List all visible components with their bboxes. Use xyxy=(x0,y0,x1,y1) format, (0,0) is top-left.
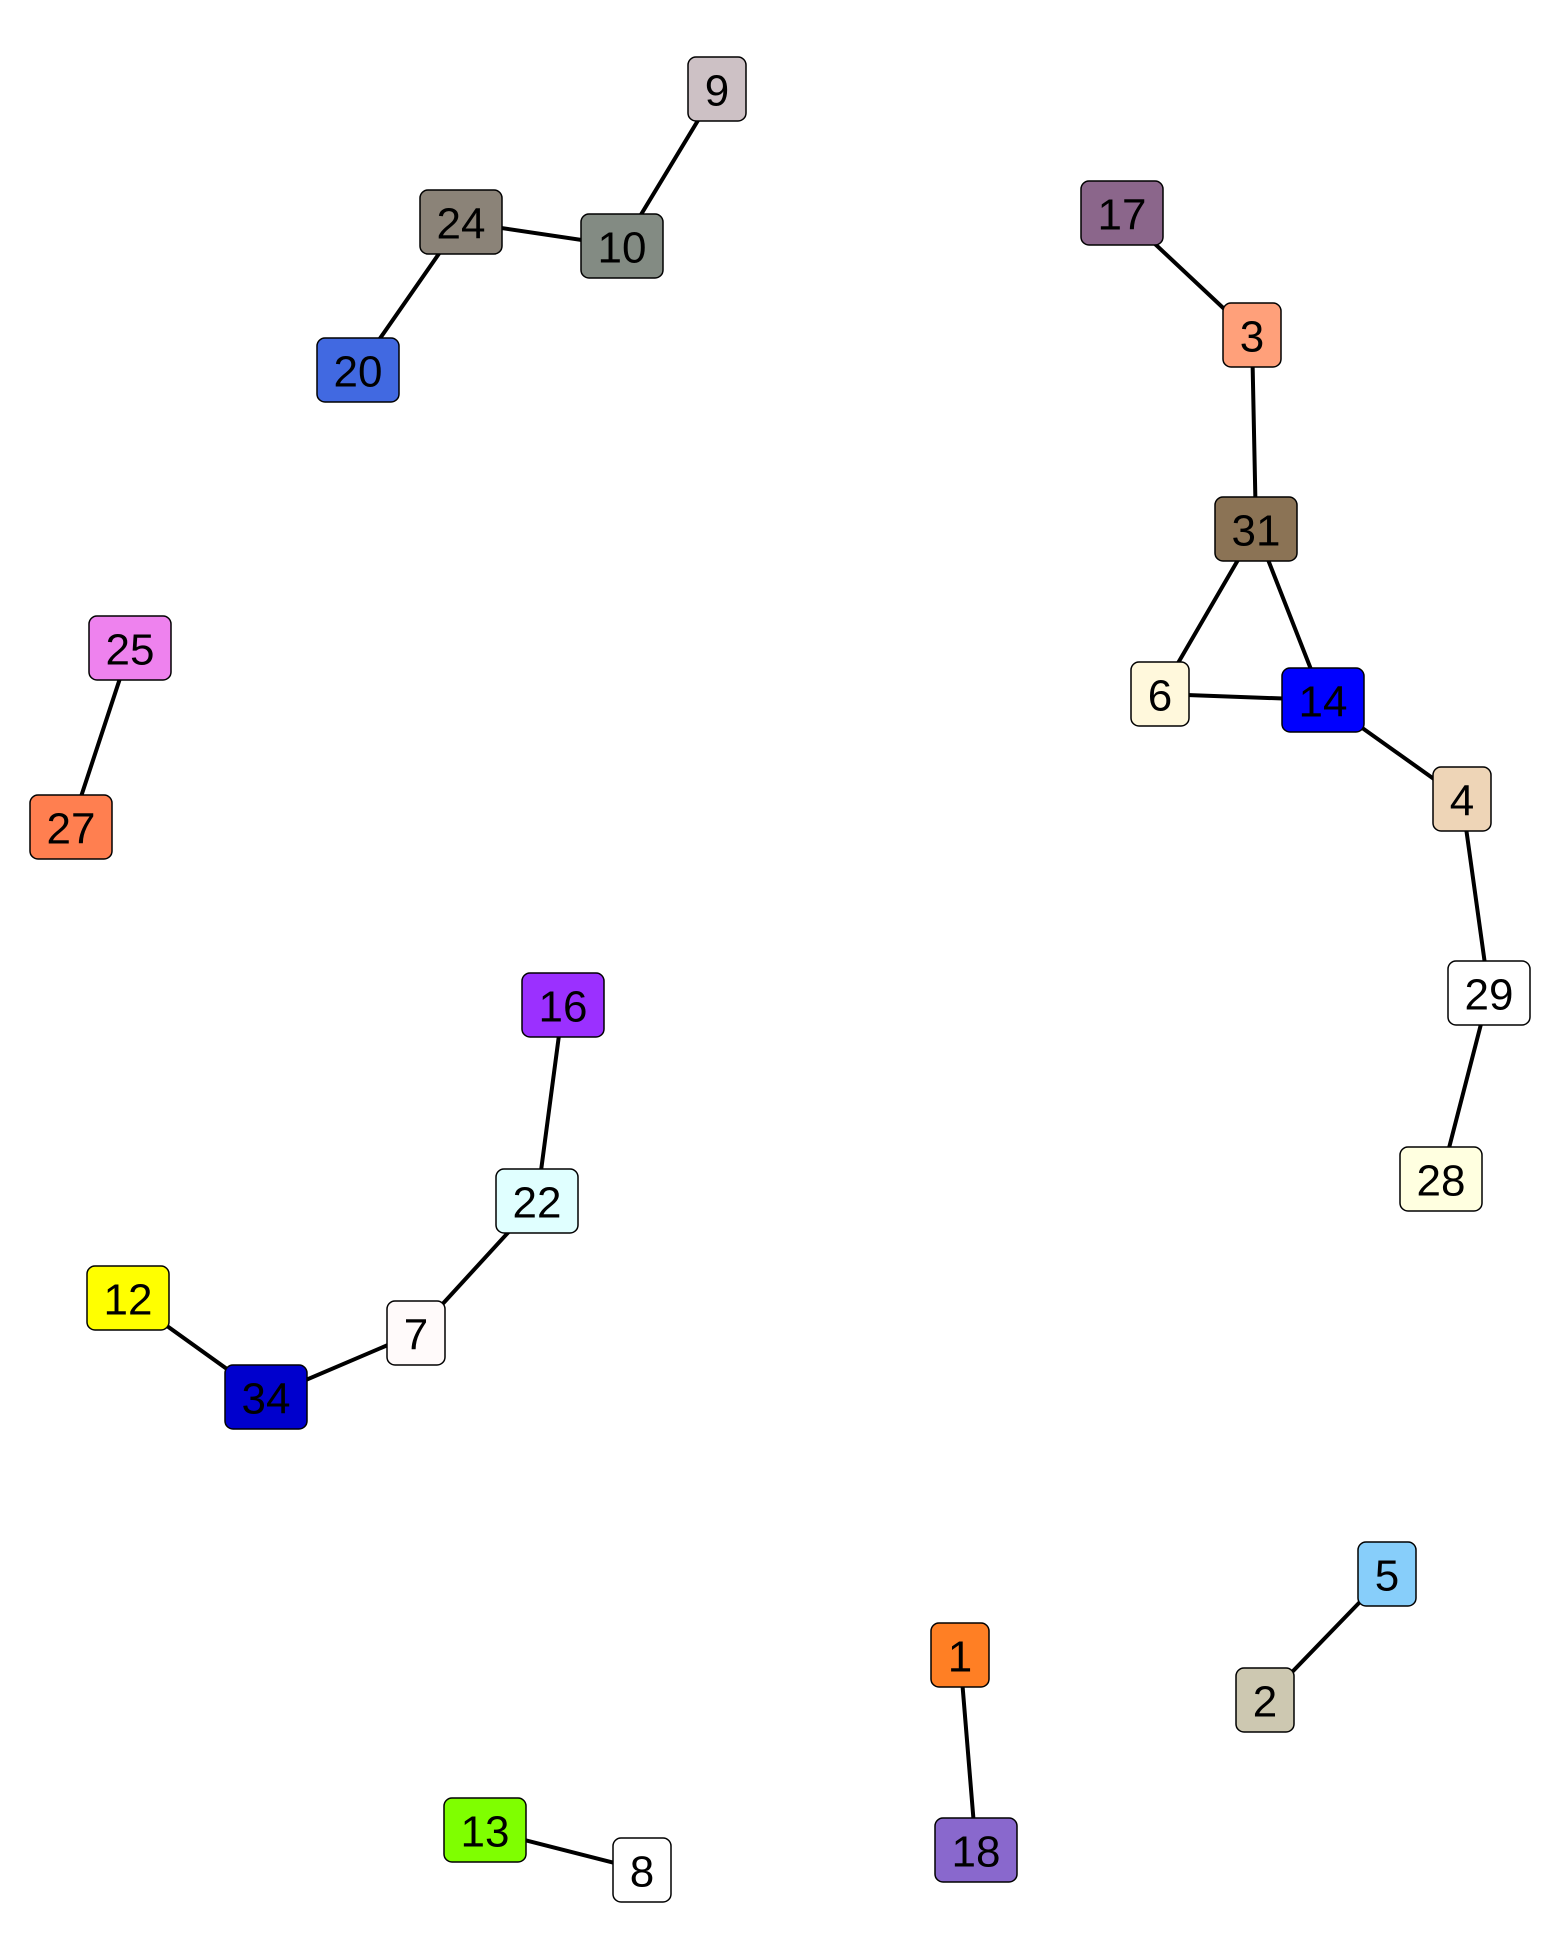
node-label-8: 8 xyxy=(630,1848,654,1897)
node-label-18: 18 xyxy=(952,1828,1001,1877)
node-10: 10 xyxy=(580,213,664,279)
node-label-34: 34 xyxy=(242,1375,291,1424)
node-24: 24 xyxy=(419,189,503,255)
node-box-20 xyxy=(316,337,400,403)
node-14: 14 xyxy=(1281,667,1365,733)
node-box-27 xyxy=(29,794,113,860)
node-4: 4 xyxy=(1432,766,1492,832)
node-label-10: 10 xyxy=(598,224,647,273)
node-box-24 xyxy=(419,189,503,255)
node-box-4 xyxy=(1432,766,1492,832)
node-box-31 xyxy=(1214,496,1298,562)
node-20: 20 xyxy=(316,337,400,403)
node-9: 9 xyxy=(687,56,747,122)
node-label-2: 2 xyxy=(1253,1678,1277,1727)
node-box-1 xyxy=(930,1622,990,1688)
node-label-31: 31 xyxy=(1232,507,1281,556)
node-12: 12 xyxy=(86,1265,170,1331)
node-label-5: 5 xyxy=(1375,1552,1399,1601)
node-box-29 xyxy=(1447,960,1531,1026)
node-box-16 xyxy=(521,972,605,1038)
node-label-29: 29 xyxy=(1465,971,1514,1020)
node-box-7 xyxy=(386,1300,446,1366)
node-5: 5 xyxy=(1357,1541,1417,1607)
node-28: 28 xyxy=(1399,1146,1483,1212)
node-label-28: 28 xyxy=(1417,1157,1466,1206)
node-box-2 xyxy=(1235,1667,1295,1733)
node-27: 27 xyxy=(29,794,113,860)
node-label-24: 24 xyxy=(437,200,486,249)
node-label-12: 12 xyxy=(104,1276,153,1325)
node-label-1: 1 xyxy=(948,1633,972,1682)
node-7: 7 xyxy=(386,1300,446,1366)
node-box-34 xyxy=(224,1364,308,1430)
node-2: 2 xyxy=(1235,1667,1295,1733)
node-box-3 xyxy=(1222,302,1282,368)
node-label-6: 6 xyxy=(1148,672,1172,721)
node-label-14: 14 xyxy=(1299,678,1348,727)
node-box-13 xyxy=(443,1797,527,1863)
node-box-12 xyxy=(86,1265,170,1331)
node-box-6 xyxy=(1130,661,1190,727)
node-13: 13 xyxy=(443,1797,527,1863)
node-label-13: 13 xyxy=(461,1808,510,1857)
node-box-5 xyxy=(1357,1541,1417,1607)
node-box-28 xyxy=(1399,1146,1483,1212)
node-box-22 xyxy=(495,1168,579,1234)
node-label-17: 17 xyxy=(1098,191,1147,240)
node-label-20: 20 xyxy=(334,348,383,397)
node-label-22: 22 xyxy=(513,1179,562,1228)
node-label-7: 7 xyxy=(404,1311,428,1360)
node-1: 1 xyxy=(930,1622,990,1688)
node-8: 8 xyxy=(612,1837,672,1903)
node-label-3: 3 xyxy=(1240,313,1264,362)
node-box-9 xyxy=(687,56,747,122)
node-label-27: 27 xyxy=(47,805,96,854)
node-label-9: 9 xyxy=(705,67,729,116)
node-29: 29 xyxy=(1447,960,1531,1026)
node-17: 17 xyxy=(1080,180,1164,246)
node-18: 18 xyxy=(934,1817,1018,1883)
node-label-16: 16 xyxy=(539,983,588,1032)
nodes-layer: 9 24 10 20 17 3 31 6 14 4 29 28 25 27 16 22 7 12 34 5 2 1 18 13… xyxy=(29,56,1531,1903)
node-6: 6 xyxy=(1130,661,1190,727)
node-box-18 xyxy=(934,1817,1018,1883)
node-16: 16 xyxy=(521,972,605,1038)
node-22: 22 xyxy=(495,1168,579,1234)
node-label-4: 4 xyxy=(1450,777,1474,826)
node-31: 31 xyxy=(1214,496,1298,562)
node-box-8 xyxy=(612,1837,672,1903)
node-label-25: 25 xyxy=(106,626,155,675)
node-box-10 xyxy=(580,213,664,279)
node-34: 34 xyxy=(224,1364,308,1430)
node-box-14 xyxy=(1281,667,1365,733)
node-box-25 xyxy=(88,615,172,681)
node-3: 3 xyxy=(1222,302,1282,368)
node-box-17 xyxy=(1080,180,1164,246)
node-25: 25 xyxy=(88,615,172,681)
